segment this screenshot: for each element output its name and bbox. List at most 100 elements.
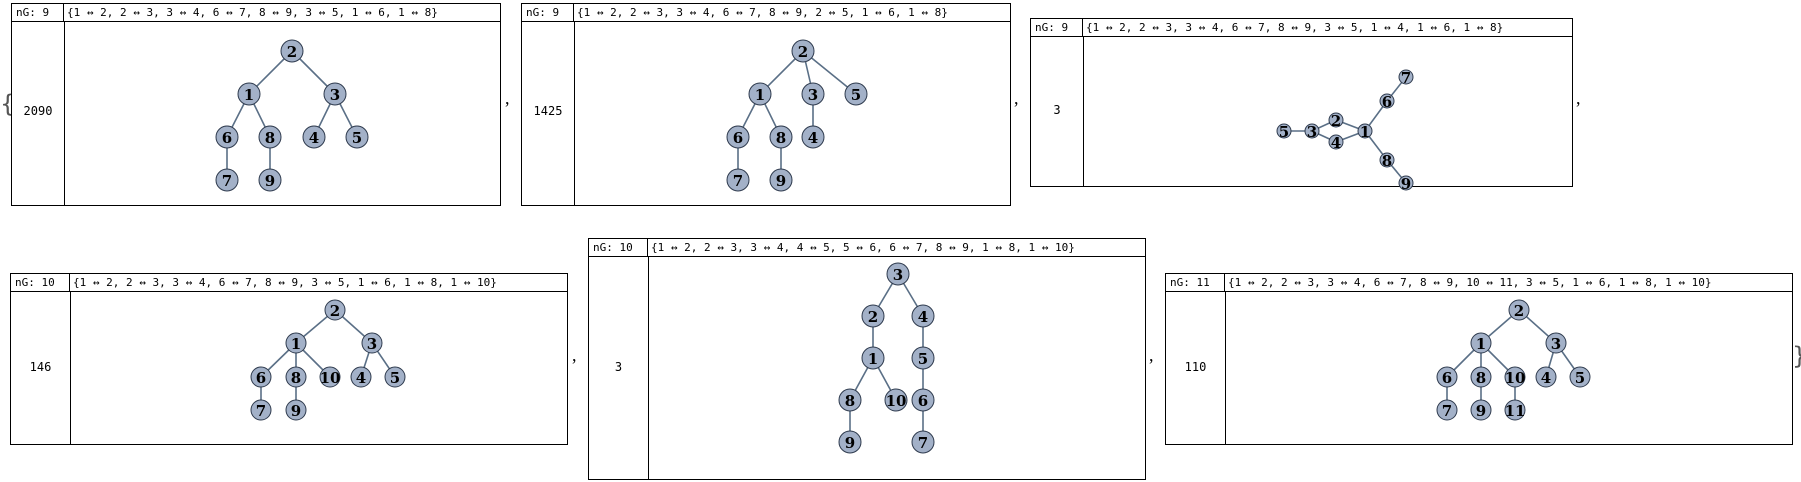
graph-node: 6 (911, 388, 935, 412)
graph-node-circle (791, 39, 815, 63)
graph-node: 7 (911, 430, 935, 454)
graph-node: 7 (215, 168, 239, 192)
graph-node: 6 (1379, 93, 1395, 111)
graph-node-circle (1398, 69, 1414, 85)
graph-node-circle (861, 346, 885, 370)
graph-node: 1 (748, 82, 772, 106)
graph-node: 9 (1398, 175, 1414, 193)
graph-node-circle (350, 366, 372, 388)
graph-node-circle (361, 332, 383, 354)
graph-node-circle (861, 304, 885, 328)
list-separator: , (1576, 88, 1581, 108)
graph-node: 9 (838, 430, 862, 454)
edge-list: {1 ↔ 2, 2 ↔ 3, 3 ↔ 4, 6 ↔ 7, 8 ↔ 9, 2 ↔ … (577, 6, 948, 19)
graph-node-label: 6 (256, 369, 266, 387)
column-divider (1083, 36, 1084, 186)
graph-node: 1 (285, 332, 307, 354)
graph-node-label: 6 (222, 129, 232, 147)
graph-node-circle (280, 39, 304, 63)
graph-node-label: 3 (1551, 335, 1561, 353)
graph-node-label: 1 (755, 86, 765, 104)
graph-node-circle (258, 168, 282, 192)
column-divider (64, 21, 65, 205)
graph-node: 3 (886, 262, 910, 286)
column-divider (574, 21, 575, 205)
graph-panel-3: nG: 9 {1 ↔ 2, 2 ↔ 3, 3 ↔ 4, 6 ↔ 7, 8 ↔ 9… (1030, 18, 1573, 193)
list-separator: , (1149, 345, 1154, 365)
panel-header: nG: 10 {1 ↔ 2, 2 ↔ 3, 3 ↔ 4, 6 ↔ 7, 8 ↔ … (11, 274, 567, 292)
graph-node-circle (1535, 366, 1557, 388)
graph-node-label: 2 (1331, 112, 1341, 130)
graph-node-label: 9 (291, 402, 301, 420)
graph-node-label: 1 (868, 350, 878, 368)
graph-node-label: 4 (808, 129, 818, 147)
graph-node-circle (345, 125, 369, 149)
column-divider (1225, 291, 1226, 444)
graph-node: 7 (1398, 69, 1414, 87)
graph-node-circle (1470, 366, 1492, 388)
edge-list: {1 ↔ 2, 2 ↔ 3, 3 ↔ 4, 6 ↔ 7, 8 ↔ 9, 3 ↔ … (1086, 21, 1504, 34)
graph-node: 8 (838, 388, 862, 412)
graph-node: 6 (1436, 366, 1458, 388)
graph-node: 8 (258, 125, 282, 149)
graph-node-circle (838, 430, 862, 454)
graph-node: 5 (1276, 123, 1292, 141)
graph-node-label: 8 (776, 129, 786, 147)
graph-node-label: 5 (1279, 123, 1289, 141)
graph-node-circle (911, 304, 935, 328)
graph-node-label: 6 (918, 392, 928, 410)
edge-list: {1 ↔ 2, 2 ↔ 3, 3 ↔ 4, 6 ↔ 7, 8 ↔ 9, 3 ↔ … (67, 6, 438, 19)
graph-node: 7 (1436, 399, 1458, 421)
graph-node-circle (801, 125, 825, 149)
graph-node-label: 3 (1307, 123, 1317, 141)
graph-node-circle (726, 168, 750, 192)
graph-node-circle (250, 399, 272, 421)
graph-node-label: 8 (845, 392, 855, 410)
graph-node-circle (844, 82, 868, 106)
graph-node-circle (215, 168, 239, 192)
graph-node-circle (886, 262, 910, 286)
graph-node-label: 8 (291, 369, 301, 387)
list-separator: , (505, 88, 510, 108)
graph-panel-2: nG: 9 {1 ↔ 2, 2 ↔ 3, 3 ↔ 4, 6 ↔ 7, 8 ↔ 9… (521, 3, 1011, 206)
graph-node: 9 (769, 168, 793, 192)
graph-node: 1 (1470, 332, 1492, 354)
panel-header: nG: 9 {1 ↔ 2, 2 ↔ 3, 3 ↔ 4, 6 ↔ 7, 8 ↔ 9… (12, 4, 500, 22)
panel-header: nG: 10 {1 ↔ 2, 2 ↔ 3, 3 ↔ 4, 4 ↔ 5, 5 ↔ … (589, 239, 1145, 257)
graph-node-circle (1398, 175, 1414, 191)
graph-node-circle (911, 346, 935, 370)
graph-node: 4 (350, 366, 372, 388)
graph-node: 1 (861, 346, 885, 370)
graph-node-circle (324, 299, 346, 321)
graph-node: 5 (911, 346, 935, 370)
graph-node-label: 4 (918, 308, 928, 326)
graph-node-circle (1379, 93, 1395, 109)
graph-node-label: 4 (309, 129, 319, 147)
graph-node-circle (285, 332, 307, 354)
graph-node: 3 (1545, 332, 1567, 354)
graph-node-label: 1 (291, 335, 301, 353)
graph-panel-4: nG: 10 {1 ↔ 2, 2 ↔ 3, 3 ↔ 4, 6 ↔ 7, 8 ↔ … (10, 273, 568, 445)
graph-node-label: 7 (918, 434, 928, 452)
graph-node-label: 8 (1382, 152, 1392, 170)
graph-node-label: 7 (733, 172, 743, 190)
graph-node-label: 5 (390, 369, 400, 387)
graph-node-circle (1504, 366, 1526, 388)
graph-node-label: 3 (330, 86, 340, 104)
graph-node-label: 10 (1505, 369, 1526, 387)
graph-node-label: 3 (808, 86, 818, 104)
graph-node-circle (911, 388, 935, 412)
graph-node-circle (884, 388, 908, 412)
graph-node: 3 (323, 82, 347, 106)
graph-node-label: 7 (222, 172, 232, 190)
graph-node-circle (769, 125, 793, 149)
list-separator: , (572, 345, 577, 365)
graph-node: 2 (861, 304, 885, 328)
graph-node-circle (237, 82, 261, 106)
graph-node-circle (1569, 366, 1591, 388)
graph-node-label: 7 (256, 402, 266, 420)
